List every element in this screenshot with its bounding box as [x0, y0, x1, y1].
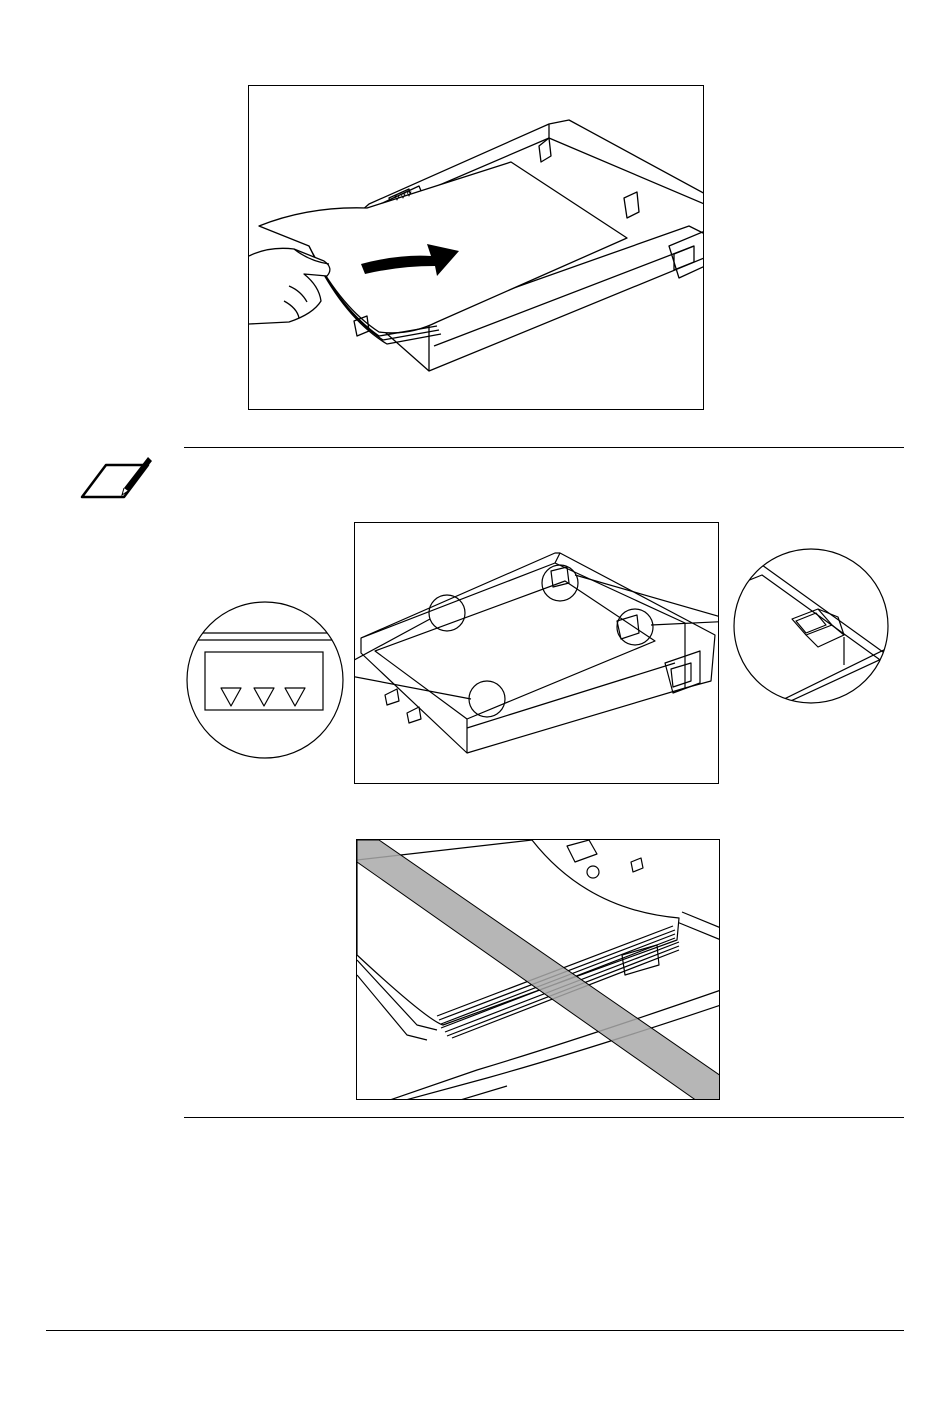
note-bottom-rule: [184, 1117, 904, 1118]
limit-mark-magnifier: [185, 600, 345, 760]
pencil-note-icon: [78, 455, 154, 505]
figure-paper-overload: [356, 839, 720, 1100]
figure-limit-marks: [354, 522, 719, 784]
figure-paper-loading: [248, 85, 704, 410]
paper-loading-illustration: [249, 86, 704, 410]
paper-overload-illustration: [357, 840, 720, 1100]
limit-tab-magnifier-illustration: [732, 547, 890, 705]
footer-rule: [46, 1330, 904, 1331]
note-top-rule: [184, 447, 904, 448]
limit-mark-magnifier-illustration: [185, 600, 345, 760]
paper-limit-marks-illustration: [355, 523, 719, 784]
note-icon-wrapper: [78, 455, 154, 505]
limit-tab-magnifier: [732, 547, 890, 705]
